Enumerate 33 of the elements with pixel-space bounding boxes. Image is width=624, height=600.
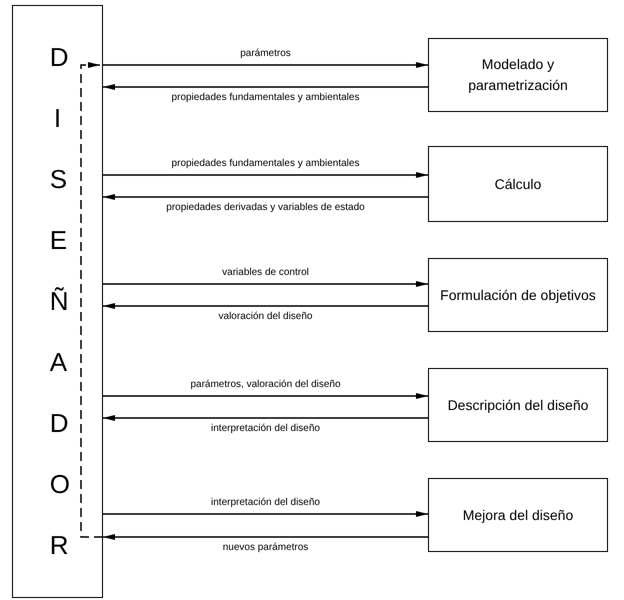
process-label: Formulación de objetivos bbox=[439, 286, 597, 305]
process-box bbox=[428, 258, 608, 332]
arrow bbox=[103, 281, 428, 287]
arrow bbox=[103, 534, 428, 540]
feedback-arrow bbox=[80, 62, 103, 538]
process-box bbox=[428, 38, 608, 112]
arrow bbox=[103, 511, 428, 517]
edge-label: parámetros, valoración del diseño bbox=[190, 379, 341, 390]
arrow bbox=[103, 415, 428, 421]
actor-label: DISEÑADOR bbox=[48, 41, 76, 562]
process-box bbox=[428, 368, 608, 442]
edge-label: propiedades fundamentales y ambientales bbox=[172, 92, 360, 103]
process-label: Descripción del diseño bbox=[446, 396, 590, 415]
edge-label: parámetros bbox=[240, 48, 291, 59]
process-box bbox=[428, 478, 608, 552]
arrow bbox=[103, 84, 428, 90]
edge-label: interpretación del diseño bbox=[211, 423, 320, 434]
arrow bbox=[103, 393, 428, 399]
process-label: Cálculo bbox=[494, 174, 542, 194]
actor-box bbox=[12, 5, 103, 598]
arrow bbox=[103, 303, 428, 309]
arrow bbox=[103, 172, 428, 178]
arrow bbox=[103, 62, 428, 68]
process-box bbox=[428, 146, 608, 222]
arrow bbox=[103, 194, 428, 200]
edge-label: propiedades fundamentales y ambientales bbox=[172, 158, 360, 169]
edge-label: valoración del diseño bbox=[218, 311, 312, 322]
process-label: Modelado y parametrización bbox=[467, 55, 569, 95]
process-label: Mejora del diseño bbox=[462, 506, 574, 525]
edge-label: nuevos parámetros bbox=[222, 542, 308, 553]
edge-label: interpretación del diseño bbox=[211, 497, 320, 508]
edge-label: propiedades derivadas y variables de estado bbox=[166, 202, 365, 213]
edge-label: variables de control bbox=[222, 267, 309, 278]
